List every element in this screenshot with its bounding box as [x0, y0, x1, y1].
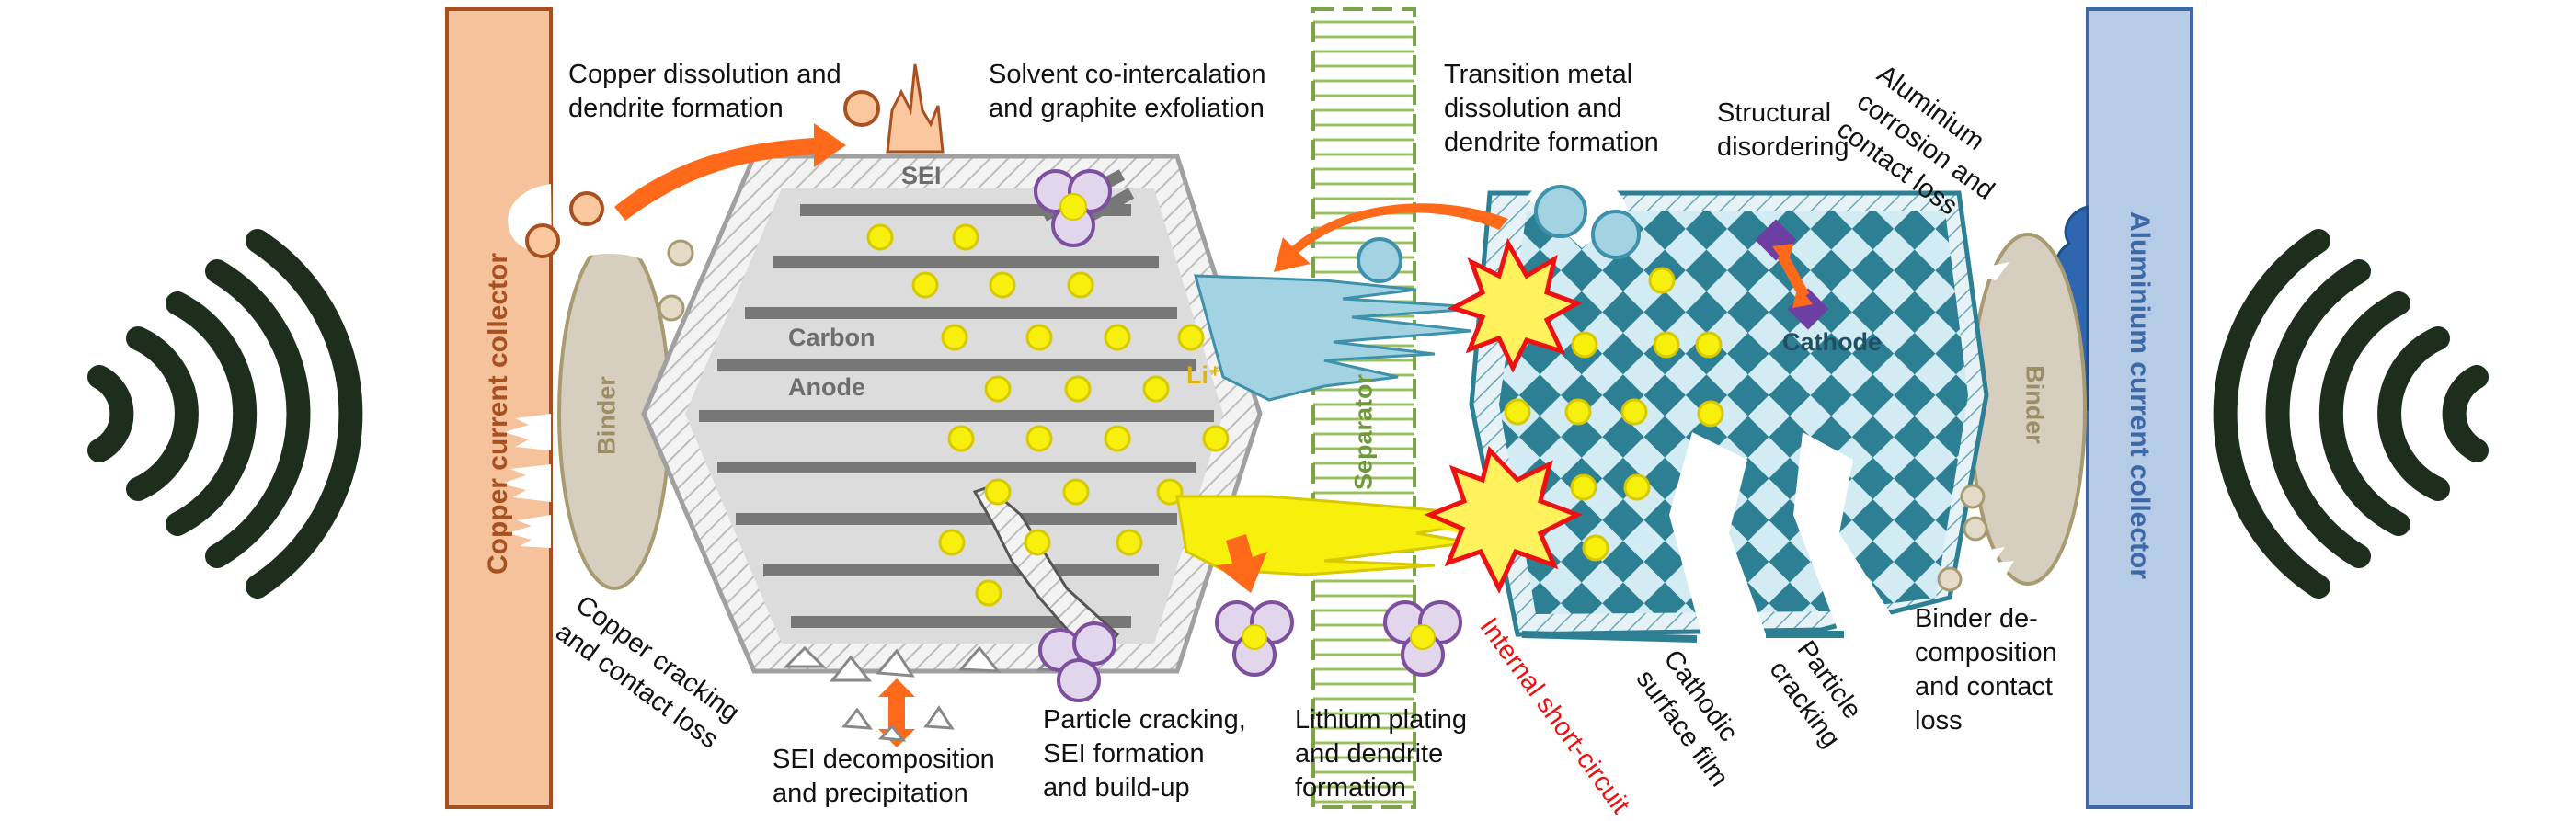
sei-cluster-mid: [1215, 600, 1294, 677]
lithium-plating-label: Lithium plating and dendrite formation: [1295, 705, 1467, 803]
copper-cracks: [501, 414, 551, 548]
solvent-cointercalation-label: Solvent co-intercalation and graphite ex…: [989, 60, 1266, 123]
separator: [1311, 7, 1416, 809]
sei-cluster-top: [1034, 169, 1112, 247]
sei-decomposition-label: SEI decomposition and precipitation: [773, 745, 995, 808]
carbon-label: Carbon: [788, 324, 876, 351]
copper-ions: [525, 90, 880, 258]
wireless-waves-icon-left: [87, 229, 363, 599]
separator-title: Separator: [1349, 373, 1378, 491]
anode-particle: [641, 154, 1263, 682]
sei-label: SEI: [901, 162, 942, 189]
aluminium-current-collector: [2086, 7, 2193, 809]
anode-label: Anode: [788, 373, 865, 401]
wireless-waves-icon-right: [2213, 229, 2489, 599]
lithium-ions: [866, 223, 1230, 607]
lithium-plating-dendrite: [1175, 495, 1477, 576]
explosion-spark-icon: [1424, 237, 1584, 594]
sei-cluster-anode-bottom: [1038, 621, 1116, 702]
particle-cracking-sei-label: Particle cracking, SEI formation and bui…: [1043, 705, 1246, 803]
cathode-lithium-ions: [1504, 267, 1724, 562]
copper-collector-title: Copper current collector: [483, 252, 513, 576]
binder-right-title: Binder: [2021, 365, 2049, 444]
transition-metal-dendrite: [1194, 274, 1491, 402]
transition-metal-label: Transition metal dissolution and dendrit…: [1444, 60, 1659, 157]
li-ion-label: Li⁺: [1186, 361, 1222, 389]
copper-dissolution-label: Copper dissolution and dendrite formatio…: [568, 60, 841, 123]
cathode-label: Cathode: [1782, 328, 1882, 356]
structural-disordering-label: Structural disordering: [1717, 98, 1849, 162]
cathode-particle: [1469, 190, 1989, 643]
copper-current-collector: [445, 7, 553, 809]
aluminium-collector-title: Aluminium current collector: [2124, 211, 2155, 580]
sei-cluster-separator: [1383, 600, 1462, 677]
copper-dendrite: [886, 63, 945, 154]
binder-left-title: Binder: [592, 376, 621, 455]
binder-decomposition-label: Binder de- composition and contact loss: [1915, 604, 2057, 735]
